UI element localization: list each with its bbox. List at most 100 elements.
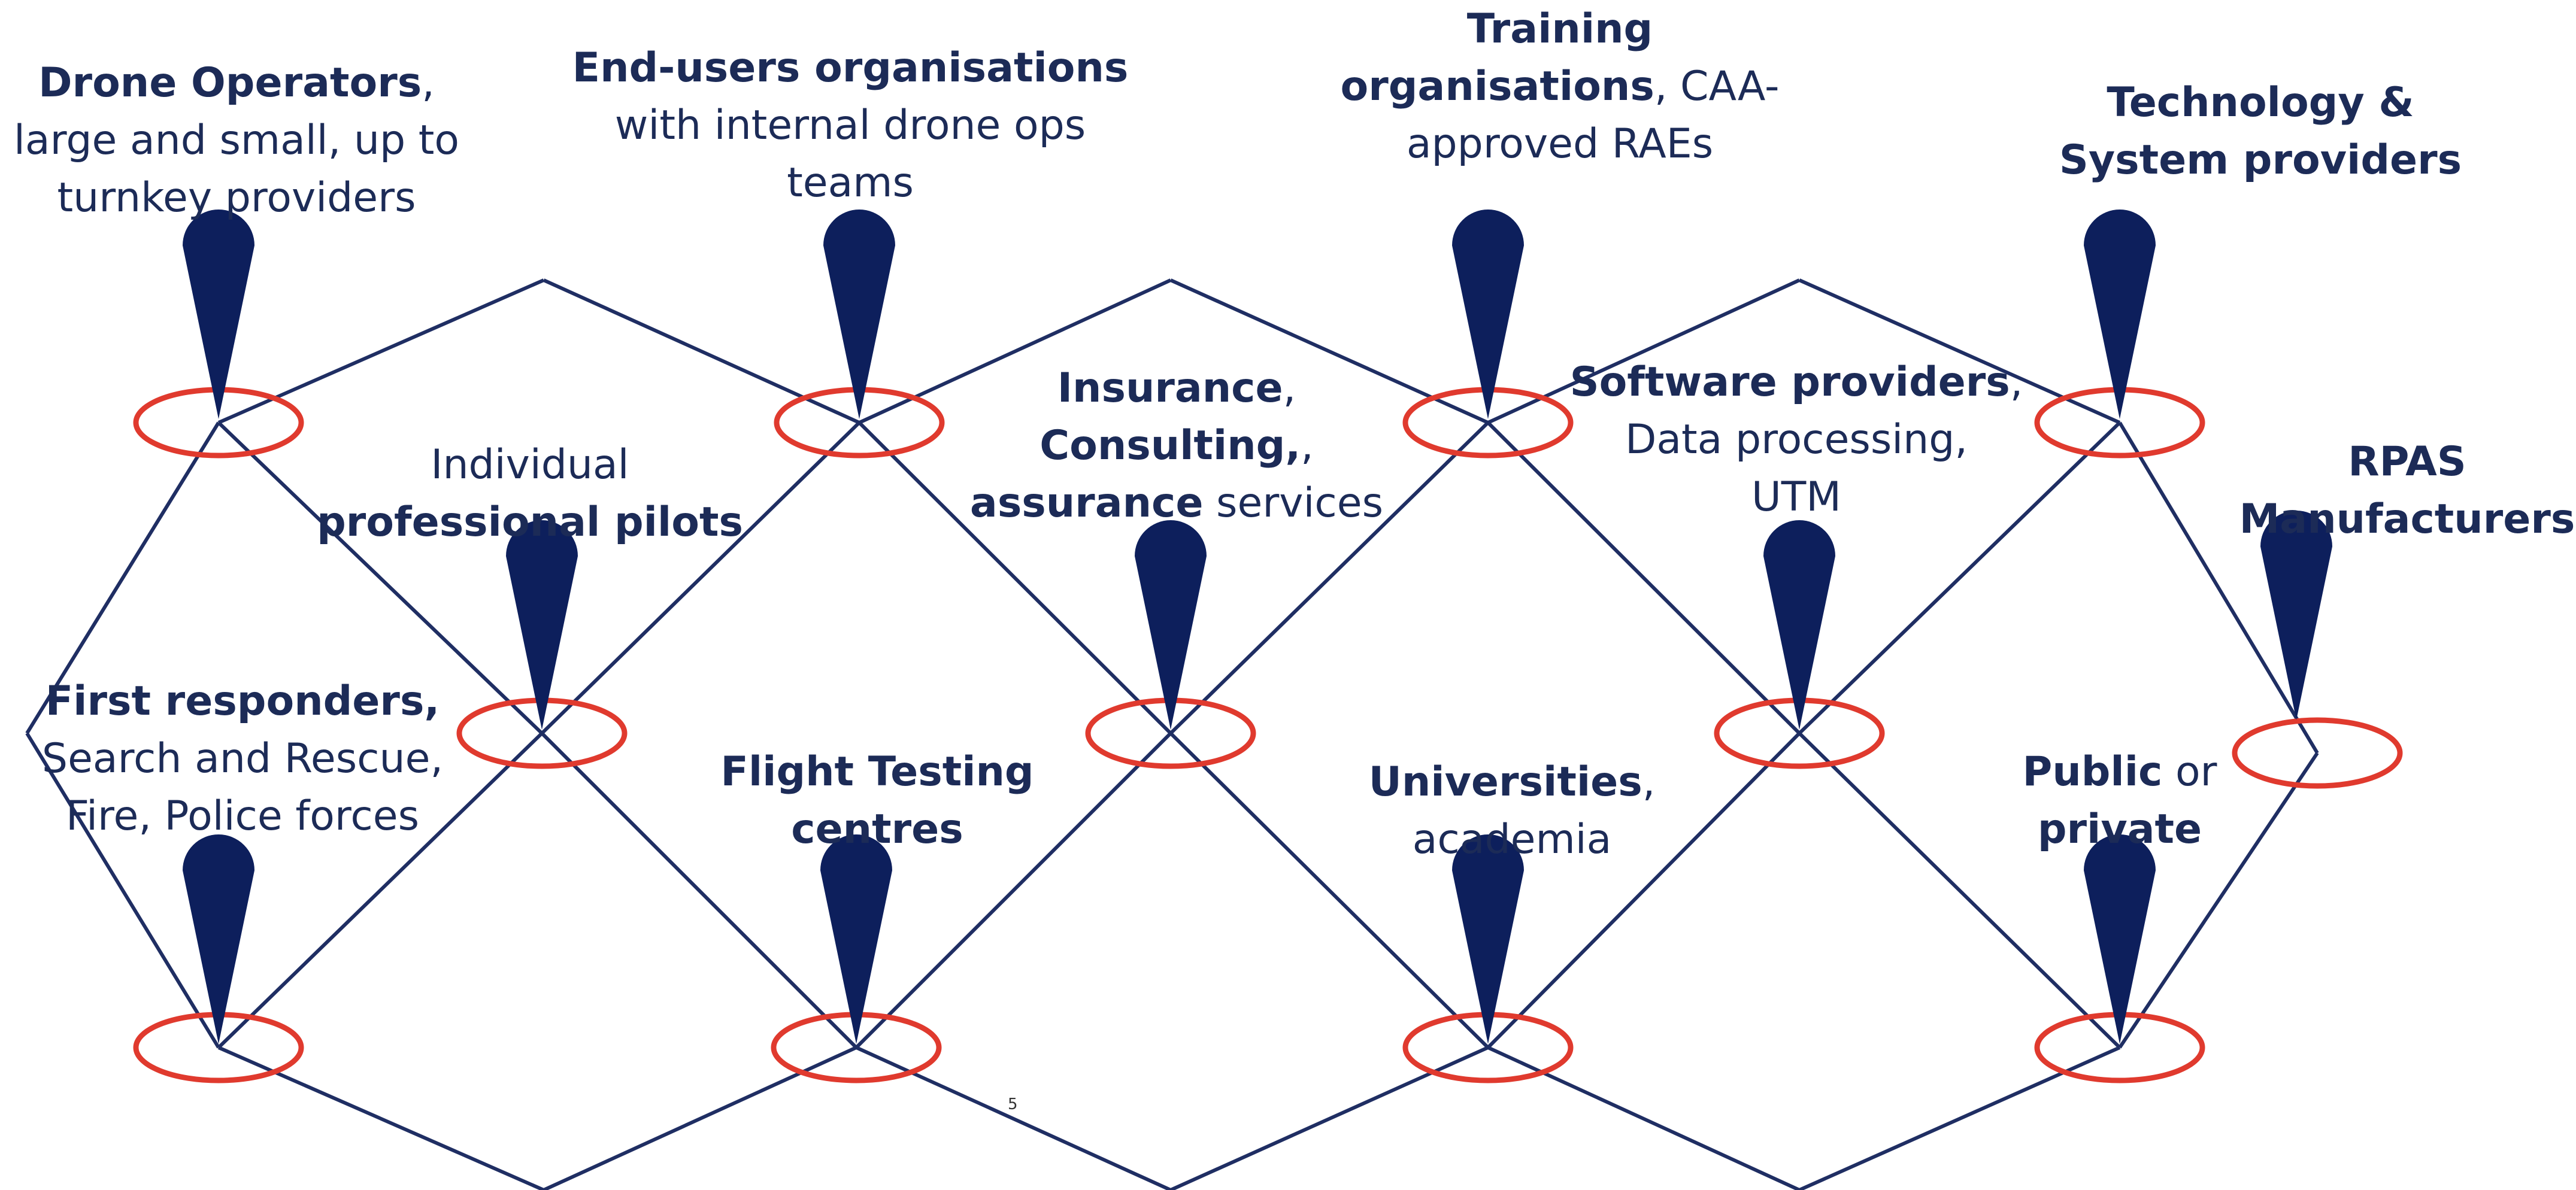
network-edge (217, 421, 544, 735)
label-line: End-users organisations (572, 40, 1129, 97)
label-line: Training (1341, 1, 1780, 58)
location-pins (183, 210, 2332, 1044)
label-text: academia (1412, 816, 1612, 863)
location-pin-icon (2084, 834, 2156, 1044)
label-line: Data processing, (1570, 411, 2023, 469)
label-text: teams (787, 159, 914, 207)
network-edge (25, 421, 220, 734)
network-edge (1798, 421, 2122, 735)
label-text-bold: End-users organisations (572, 44, 1129, 92)
node-label-flight-testing: Flight Testing centres (720, 743, 1034, 858)
node-label-insurance: Insurance,Consulting,,assurance services (970, 360, 1383, 532)
network-edge (1798, 731, 2122, 1049)
label-text: Fire, Police forces (65, 793, 420, 840)
label-text-bold: First responders, (45, 678, 440, 725)
location-pin-icon (2084, 210, 2156, 419)
label-text-bold: Manufacturers (2239, 496, 2575, 543)
label-line: First responders, (42, 673, 443, 730)
location-pin-icon (1763, 520, 1835, 730)
location-pin-icon (183, 834, 254, 1044)
node-label-software: Software providers, Data processing, UTM (1570, 354, 2023, 526)
network-edge (854, 731, 1172, 1049)
label-text: Data processing, (1625, 416, 1968, 463)
network-edge (543, 1046, 857, 1190)
location-pin-icon (1452, 834, 1524, 1044)
label-text: UTM (1751, 473, 1841, 521)
label-text: , CAA- (1654, 63, 1780, 110)
label-line: approved RAEs (1341, 116, 1780, 173)
label-text: , (1642, 758, 1656, 806)
label-text-bold: organisations (1340, 63, 1654, 110)
label-line: turnkey providers (14, 169, 459, 227)
label-line: Search and Rescue, (42, 730, 443, 788)
page-number: 5 (1008, 1095, 1018, 1113)
network-edge (217, 278, 545, 424)
network-edge (1486, 421, 1801, 735)
location-pin-icon (183, 210, 254, 419)
label-line: large and small, up to (14, 112, 459, 169)
network-edge (1169, 1046, 1489, 1190)
label-text-bold: Universities (1368, 758, 1642, 806)
label-line: Manufacturers (2239, 491, 2575, 548)
label-text-bold: Software providers (1569, 359, 2010, 406)
label-line: Fire, Police forces (42, 788, 443, 845)
label-text-bold: assurance (969, 479, 1204, 527)
label-line: Consulting,, (970, 417, 1383, 475)
label-line: academia (1369, 811, 1656, 869)
label-line: teams (572, 154, 1129, 212)
network-edge (217, 731, 544, 1049)
location-pin-icon (2260, 511, 2332, 720)
location-pin-icon (506, 520, 578, 730)
network-edge (2118, 421, 2319, 754)
label-line: Individual (317, 436, 743, 494)
label-text: turnkey providers (57, 174, 416, 221)
label-line: centres (720, 801, 1034, 858)
network-edge (25, 732, 220, 1049)
label-line: assurance services (970, 475, 1383, 532)
label-text-bold: Public (2022, 748, 2163, 796)
label-line: Software providers, (1570, 354, 2023, 411)
label-text: approved RAEs (1406, 120, 1714, 168)
label-text: large and small, up to (14, 117, 459, 164)
label-text-bold: RPAS (2348, 438, 2466, 485)
location-pin-icon (823, 210, 895, 419)
label-text: services (1203, 479, 1384, 527)
network-edge (543, 278, 860, 424)
label-text: , (2010, 359, 2023, 406)
network-edge (1487, 1046, 1801, 1190)
network-edge (1486, 731, 1801, 1049)
label-line: UTM (1570, 469, 2023, 526)
node-label-end-users: End-users organisations with internal dro… (572, 40, 1129, 212)
label-text-bold: Drone Operators (38, 59, 422, 107)
node-label-rpas: RPAS Manufacturers (2239, 433, 2575, 548)
label-text-bold: Insurance (1057, 365, 1283, 412)
network-edge (540, 731, 858, 1049)
label-text-bold: Technology & (2107, 79, 2414, 126)
label-line: Universities, (1369, 754, 1656, 811)
node-label-first-responders: First responders, Search and Rescue, Fire,… (42, 673, 443, 845)
label-line: private (2022, 801, 2217, 858)
network-edge (857, 421, 1172, 735)
location-pin-icon (1452, 210, 1524, 419)
label-text-bold: Flight Testing (720, 748, 1034, 796)
label-text: Search and Rescue, (41, 735, 444, 782)
network-edge (540, 421, 861, 735)
node-label-training: Training organisations, CAA-approved RAEs (1341, 1, 1780, 173)
label-text-bold: System providers (2059, 136, 2462, 184)
location-pin-icon (820, 834, 892, 1044)
label-text: , (1283, 365, 1296, 412)
label-text: or (2162, 748, 2217, 796)
label-line: Technology & (2059, 74, 2462, 132)
label-line: professional pilots (317, 494, 743, 551)
node-ring (2232, 717, 2403, 789)
network-edge (1169, 421, 1490, 735)
network-edge (1798, 1046, 2121, 1190)
node-label-technology: Technology & System providers (2059, 74, 2462, 189)
label-text: with internal drone ops (614, 102, 1086, 149)
label-line: Public or (2022, 743, 2217, 801)
label-text: , (1301, 422, 1314, 469)
